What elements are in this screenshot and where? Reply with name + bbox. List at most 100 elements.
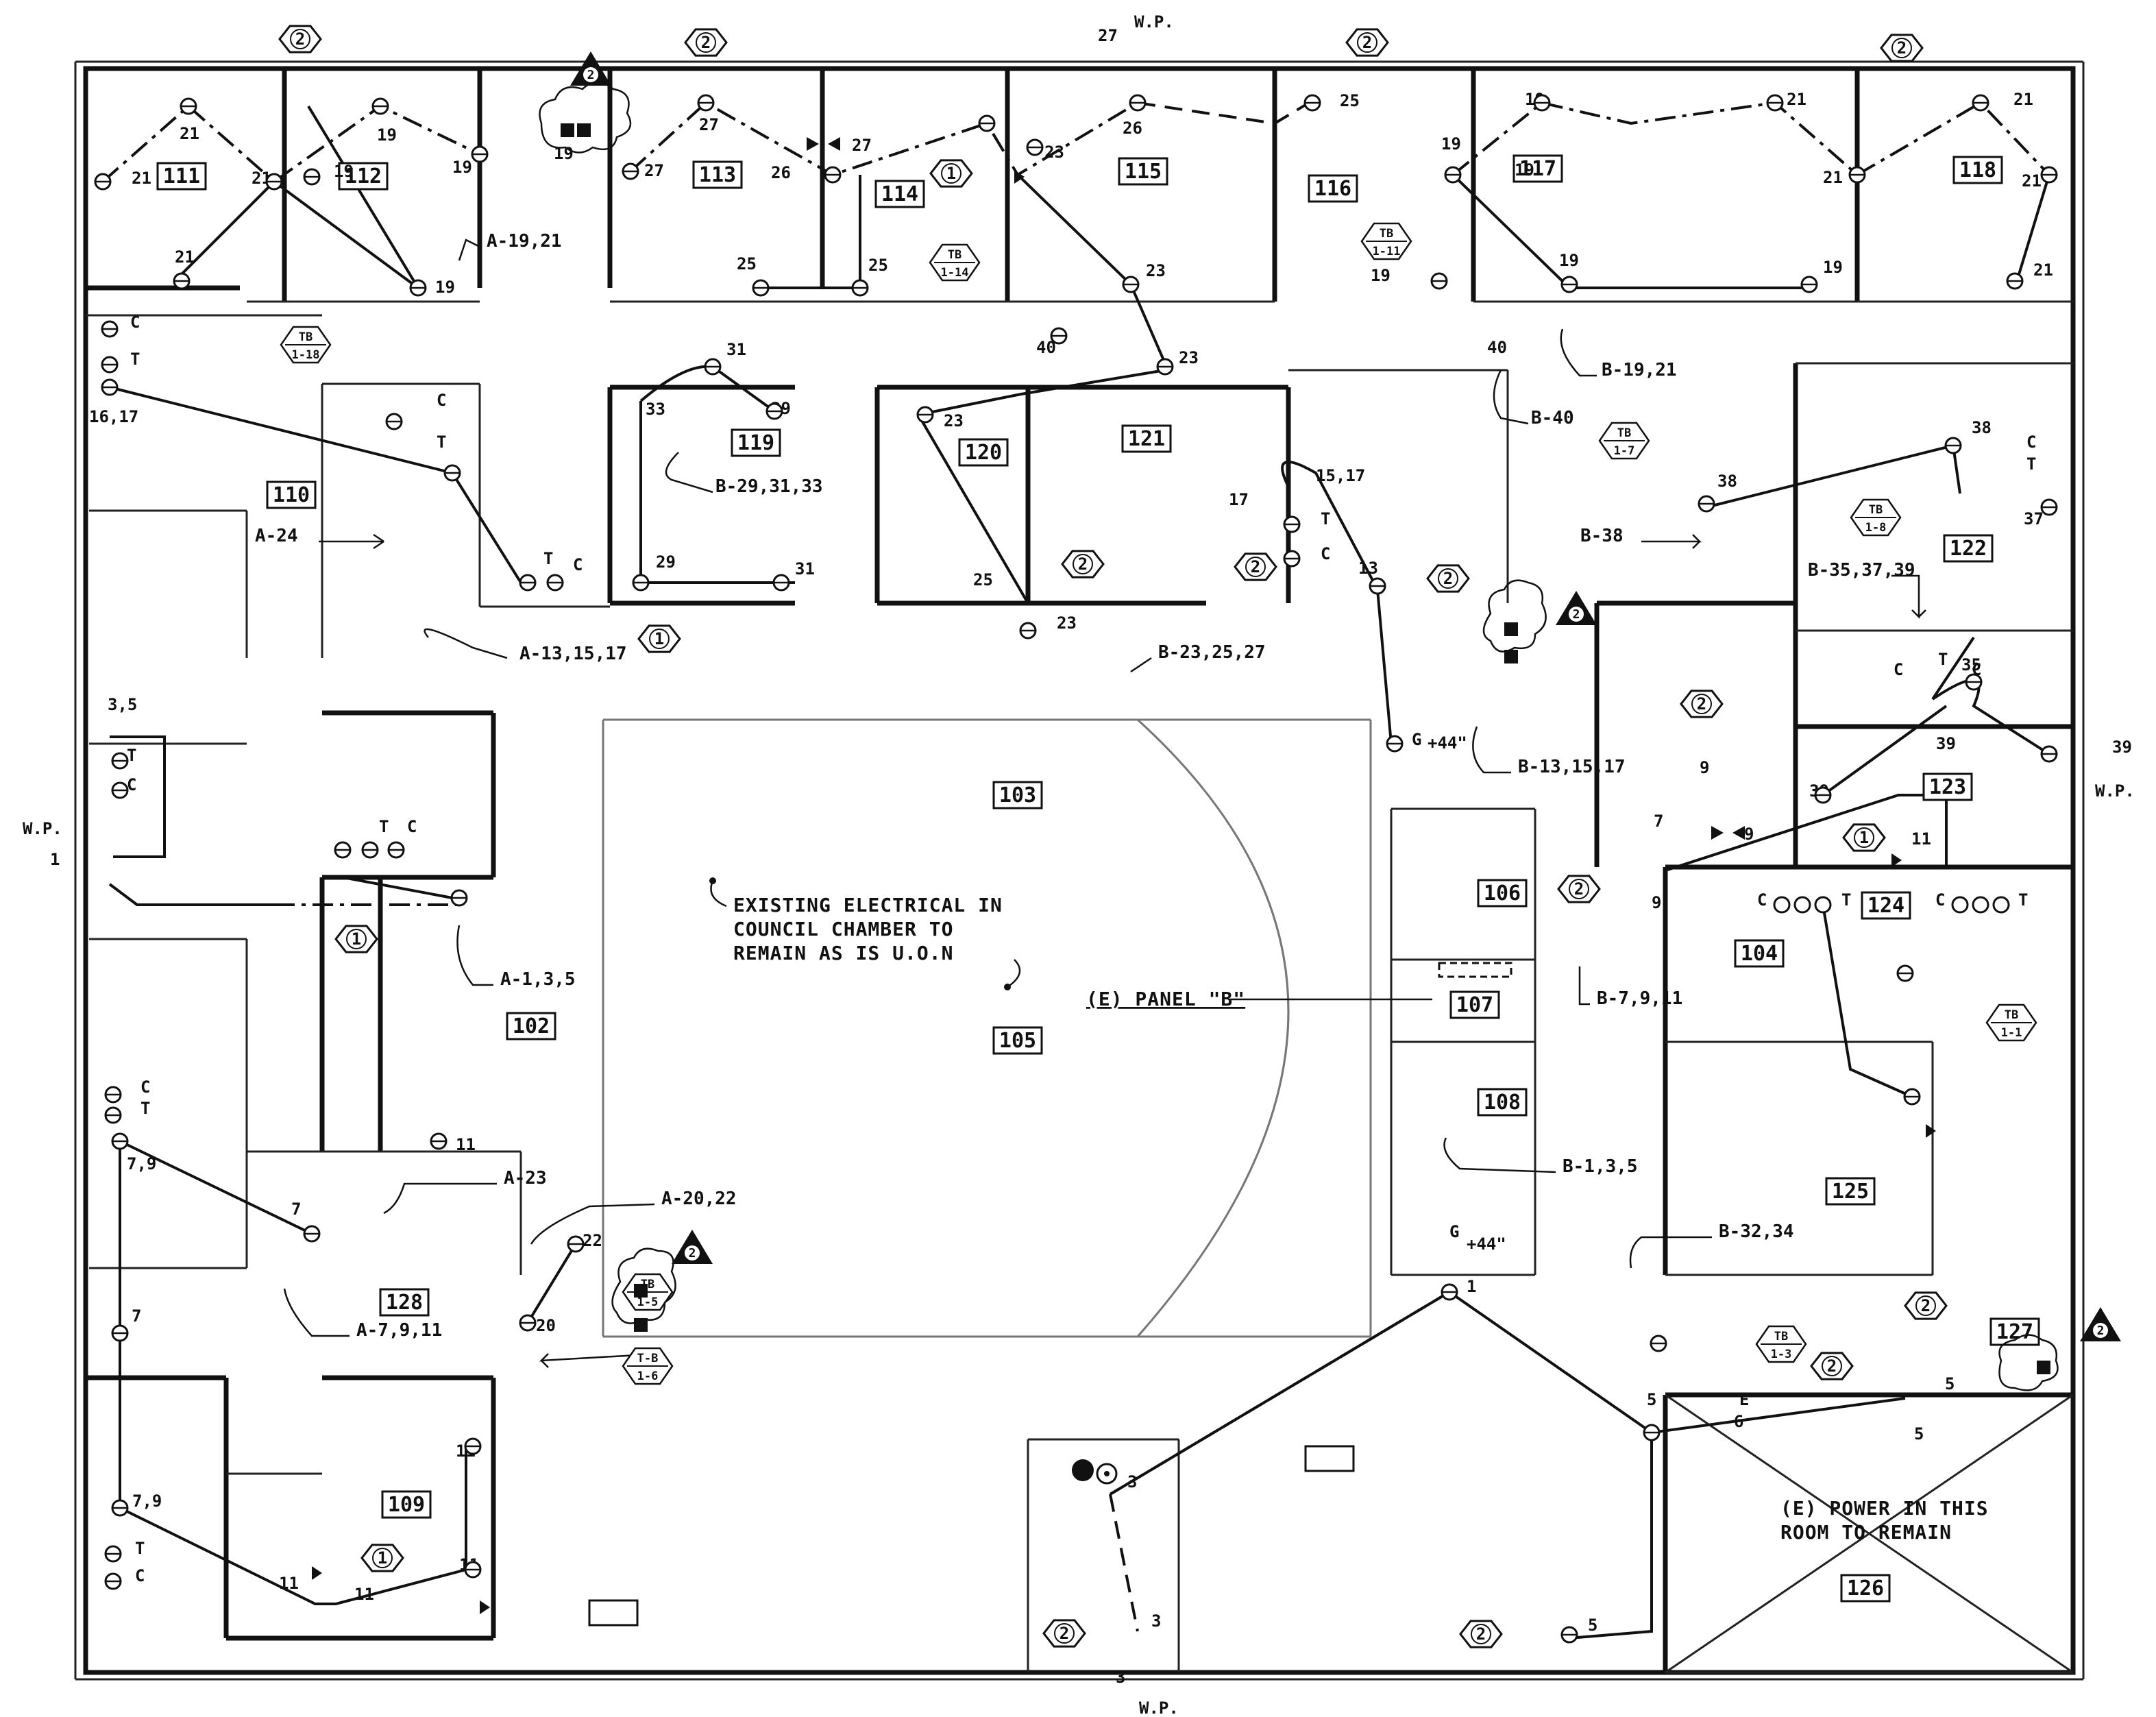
- room-label-115: 115: [1118, 157, 1168, 186]
- room-number: 128: [386, 1291, 423, 1315]
- duplex-receptacle-icon: [978, 114, 996, 132]
- keynote-number: 1: [654, 629, 664, 648]
- duplex-receptacle-icon: [1386, 735, 1404, 753]
- circuit-number: 19: [1559, 251, 1579, 270]
- device-letter: T: [135, 1539, 145, 1558]
- revision-clouds: [539, 81, 2059, 1391]
- keynote-hexagon-icon: 2: [1426, 564, 1470, 593]
- circuit-number: 5: [1945, 1374, 1955, 1393]
- room-number: 109: [388, 1493, 425, 1517]
- keynote-hexagon-icon: 2: [1557, 875, 1601, 903]
- building-walls: [74, 60, 2085, 1681]
- room-number: 118: [1959, 158, 1996, 182]
- revision-number: 2: [1573, 607, 1580, 622]
- device-letter: T: [2018, 890, 2028, 910]
- device-letter: G: [1412, 730, 1421, 749]
- duplex-receptacle-icon: [94, 173, 112, 191]
- room-label-113: 113: [692, 160, 743, 189]
- circuit-number: 19: [1441, 134, 1461, 154]
- keynote-hexagon-icon: 2: [1810, 1352, 1854, 1380]
- circuit-number: 21: [2013, 90, 2033, 109]
- room-number: 116: [1314, 177, 1351, 201]
- room-label-102: 102: [506, 1012, 556, 1040]
- terminal-box-label: T-B: [637, 1352, 659, 1365]
- room-label-125: 125: [1825, 1177, 1876, 1206]
- circuit-number: 7,9: [132, 1491, 162, 1511]
- keynote-hexagon-icon: 2: [684, 28, 728, 57]
- revision-triangle-icon: 2: [2080, 1307, 2121, 1341]
- duplex-receptacle-icon: [1369, 577, 1386, 595]
- equipment-icon: [1504, 622, 1518, 636]
- duplex-receptacle-icon: [1019, 622, 1037, 640]
- room-number: 121: [1128, 427, 1165, 451]
- keynote-number: 2: [1697, 694, 1706, 714]
- home-run-label: B-7,9,11: [1597, 988, 1682, 1009]
- home-run-label: A-20,22: [661, 1189, 737, 1209]
- duplex-receptacle-icon: [1944, 437, 1962, 454]
- device-letter: C: [140, 1077, 150, 1097]
- duplex-receptacle-icon: [101, 378, 119, 396]
- circuit-number: 39: [2112, 738, 2132, 757]
- circuit-wiring: [101, 101, 2050, 1640]
- duplex-receptacle-icon: [622, 162, 639, 180]
- duplex-receptacle-icon: [1560, 276, 1578, 293]
- keynote-hexagon-icon: 2: [1345, 28, 1389, 57]
- circuit-number: 22: [583, 1231, 602, 1250]
- duplex-receptacle-icon: [1903, 1088, 1921, 1106]
- keynote-hexagon-icon: 2: [1680, 690, 1724, 718]
- circuit-number: 19: [435, 278, 455, 297]
- duplex-receptacle-icon: [104, 1106, 122, 1124]
- duplex-receptacle-icon: [1050, 327, 1068, 345]
- terminal-box-number: 1-3: [1771, 1348, 1792, 1361]
- keynote-hexagon-icon: 1: [1842, 823, 1886, 852]
- duplex-receptacle-icon: [104, 1545, 122, 1563]
- circuit-number: 9: [1700, 758, 1709, 777]
- circuit-number: 7,9: [127, 1154, 156, 1173]
- circuit-number: 3: [1151, 1611, 1161, 1631]
- terminal-box-number: 1-8: [1865, 521, 1887, 535]
- keynote-number: 1: [946, 164, 956, 183]
- duplex-receptacle-icon: [111, 1499, 129, 1517]
- keynote-number: 1: [378, 1548, 387, 1568]
- duplex-receptacle-icon: [104, 1086, 122, 1104]
- circuit-number: 31: [726, 340, 746, 359]
- room-label-107: 107: [1449, 990, 1500, 1019]
- receptacle-symbols: [94, 94, 2058, 1644]
- duplex-receptacle-icon: [2040, 498, 2058, 516]
- circuit-number: 19: [1371, 266, 1391, 285]
- keynote-hexagon-icon: 2: [278, 25, 322, 53]
- duplex-receptacle-icon: [464, 1561, 482, 1579]
- terminal-box-number: 1-7: [1614, 444, 1635, 458]
- circuit-number: 19: [452, 158, 472, 177]
- home-run-arrows: [283, 239, 1926, 1368]
- room-number: 106: [1484, 881, 1521, 905]
- duplex-receptacle-icon: [443, 464, 461, 482]
- duplex-receptacle-icon: [430, 1132, 448, 1150]
- room-label-110: 110: [266, 480, 317, 509]
- duplex-receptacle-icon: [101, 356, 119, 374]
- note-existing-line-3: REMAIN AS IS U.O.N: [733, 942, 953, 964]
- duplex-receptacle-icon: [334, 841, 352, 859]
- home-run-label: B-35,37,39: [1808, 560, 1915, 581]
- revision-triangle-icon: 2: [1556, 591, 1597, 625]
- duplex-receptacle-icon: [546, 574, 564, 592]
- duplex-receptacle-icon: [772, 574, 790, 592]
- duplex-receptacle-icon: [824, 166, 842, 184]
- keynote-number: 2: [1897, 38, 1907, 58]
- duplex-receptacle-icon: [1283, 550, 1301, 568]
- duplex-receptacle-icon: [1441, 1283, 1458, 1301]
- circuit-number: 27: [1098, 26, 1118, 45]
- terminal-box-label: TB: [299, 330, 313, 344]
- home-run-label: A-7,9,11: [356, 1320, 442, 1341]
- revision-number: 2: [2097, 1324, 2105, 1338]
- circuit-number: 9: [1744, 825, 1754, 844]
- duplex-receptacle-icon: [1533, 94, 1551, 112]
- circuit-number: 5: [1914, 1424, 1924, 1444]
- circuit-number: 25: [868, 256, 888, 275]
- duplex-receptacle-icon: [1766, 94, 1784, 112]
- device-letter: C: [407, 817, 417, 836]
- duplex-receptacle-icon: [752, 279, 770, 297]
- room-number: 108: [1484, 1091, 1521, 1115]
